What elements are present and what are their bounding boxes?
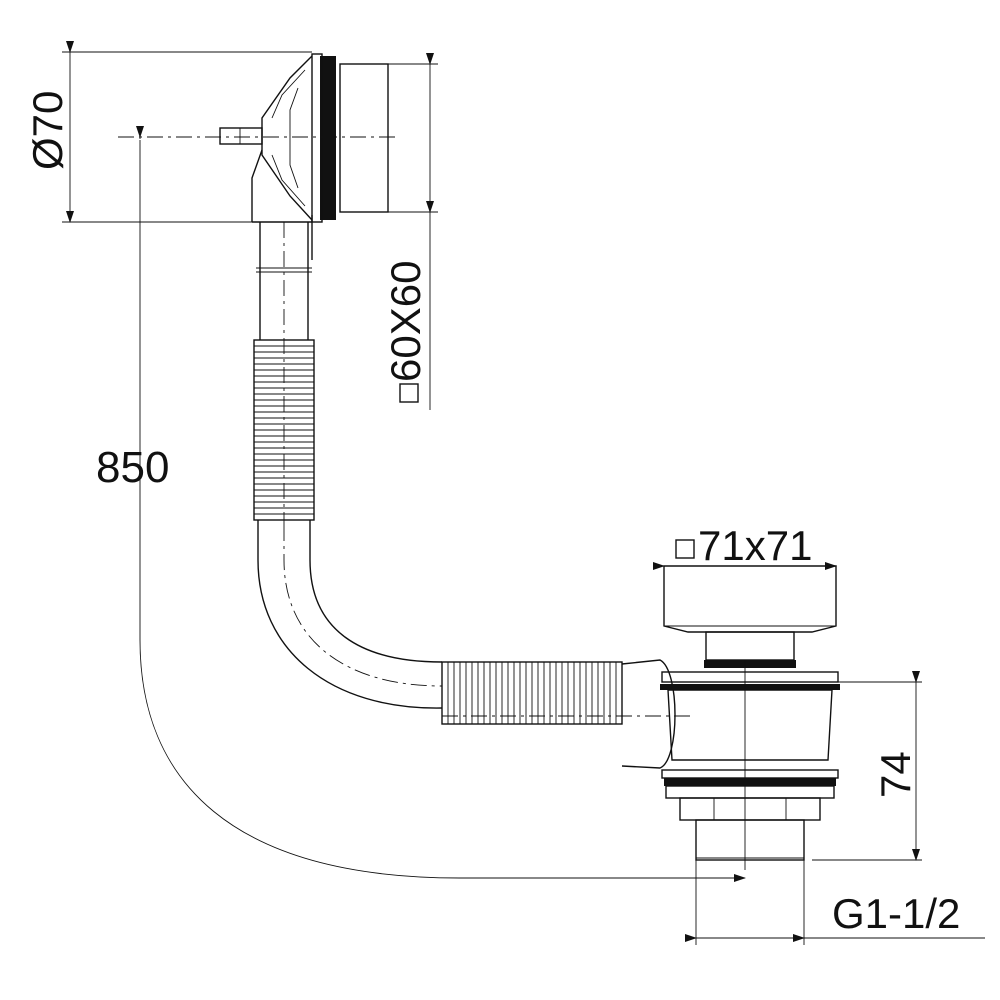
square-symbol-icon bbox=[399, 383, 419, 403]
corrugation-horizontal bbox=[447, 662, 617, 724]
waste-height-label: 74 bbox=[872, 751, 919, 798]
waste-square-label: 71x71 bbox=[698, 522, 812, 569]
thread-label: G1-1/2 bbox=[832, 890, 960, 937]
flexible-pipe bbox=[253, 222, 690, 769]
overflow-diameter-label: Ø70 bbox=[24, 91, 71, 170]
corrugation-vertical bbox=[254, 345, 314, 515]
square-symbol-icon bbox=[675, 539, 695, 559]
waste-body bbox=[660, 565, 840, 870]
overflow-head bbox=[62, 51, 438, 260]
dimension-lines bbox=[66, 41, 985, 945]
length-label: 850 bbox=[96, 443, 169, 492]
overflow-square-label: 60X60 bbox=[382, 261, 429, 382]
